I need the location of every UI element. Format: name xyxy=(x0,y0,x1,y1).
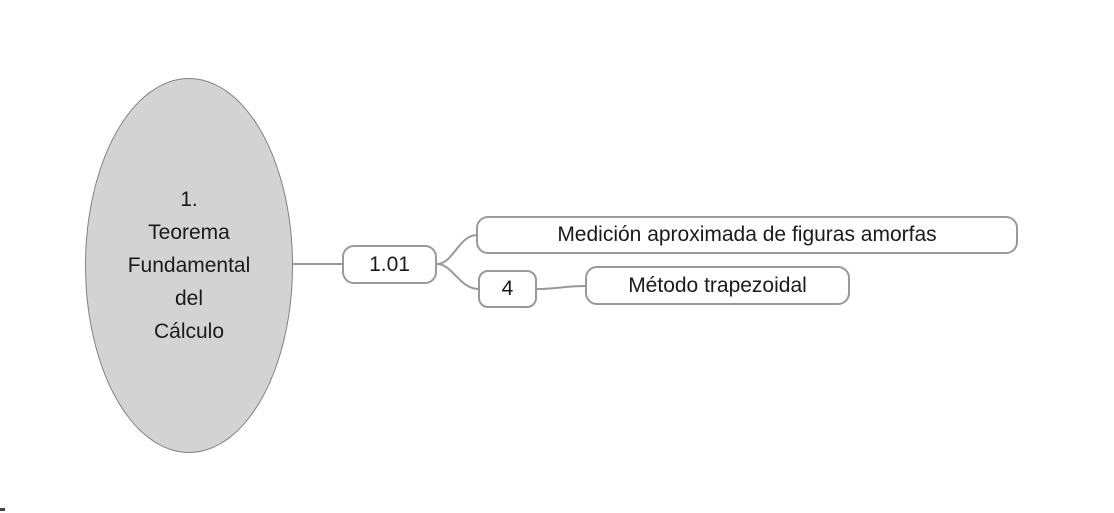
corner-artifact-speck xyxy=(0,508,5,511)
connector-4-to-metodo xyxy=(536,285,587,290)
node-1-01-label: 1.01 xyxy=(369,252,410,276)
connector-101-to-4 xyxy=(436,263,480,290)
node-medicion-aproximada[interactable]: Medición aproximada de figuras amorfas xyxy=(476,216,1018,254)
root-node-label-line: del xyxy=(174,287,204,310)
connector-101-to-medicion xyxy=(436,234,478,265)
root-node-label-line: 1. xyxy=(180,188,198,211)
node-4[interactable]: 4 xyxy=(478,270,537,308)
root-node-ellipse[interactable]: 1. Teorema Fundamental del Cálculo xyxy=(85,78,293,453)
node-metodo-trapezoidal[interactable]: Método trapezoidal xyxy=(585,266,850,305)
root-node-label-line: Fundamental xyxy=(127,254,251,277)
node-1-01[interactable]: 1.01 xyxy=(342,245,437,284)
root-node-label-line: Teorema xyxy=(148,221,230,244)
node-medicion-aproximada-label: Medición aproximada de figuras amorfas xyxy=(557,223,937,246)
node-4-label: 4 xyxy=(501,277,514,300)
root-node-label-line: Cálculo xyxy=(153,320,225,343)
node-metodo-trapezoidal-label: Método trapezoidal xyxy=(628,273,807,297)
